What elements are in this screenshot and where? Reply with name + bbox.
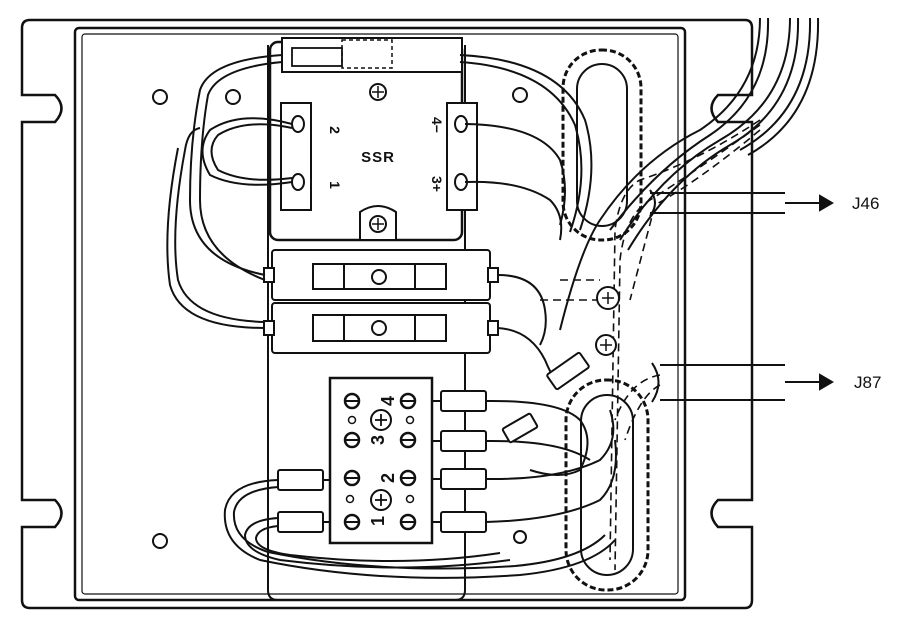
terminal-number-3: 3: [368, 435, 388, 445]
fuse-holders: [263, 249, 499, 354]
j87-label: J87: [854, 373, 881, 392]
ground-lugs: [501, 286, 620, 444]
terminal-number-4: 4: [378, 396, 398, 406]
cable-sheaths: [649, 189, 785, 403]
wires: [166, 17, 820, 579]
hidden-wires: [540, 119, 761, 571]
terminal-number-1: 1: [368, 516, 388, 526]
terminal-block: [328, 376, 434, 545]
ssr-terminal-2-label: 2: [327, 126, 343, 134]
j46-label: J46: [852, 194, 879, 213]
mounting-holes: [152, 87, 528, 549]
ssr-terminal-4-label: 4−: [429, 117, 445, 133]
j87-arrow: [785, 373, 834, 391]
terminal-number-2: 2: [378, 473, 398, 483]
ssr-terminal-3-label: 3+: [429, 176, 445, 192]
cable-grommets: [561, 48, 650, 592]
ssr-label: SSR: [361, 149, 395, 166]
ssr-module: [268, 37, 478, 242]
center-bracket: [267, 45, 466, 601]
j46-arrow: [785, 194, 834, 212]
ssr-terminal-1-label: 1: [327, 181, 343, 189]
